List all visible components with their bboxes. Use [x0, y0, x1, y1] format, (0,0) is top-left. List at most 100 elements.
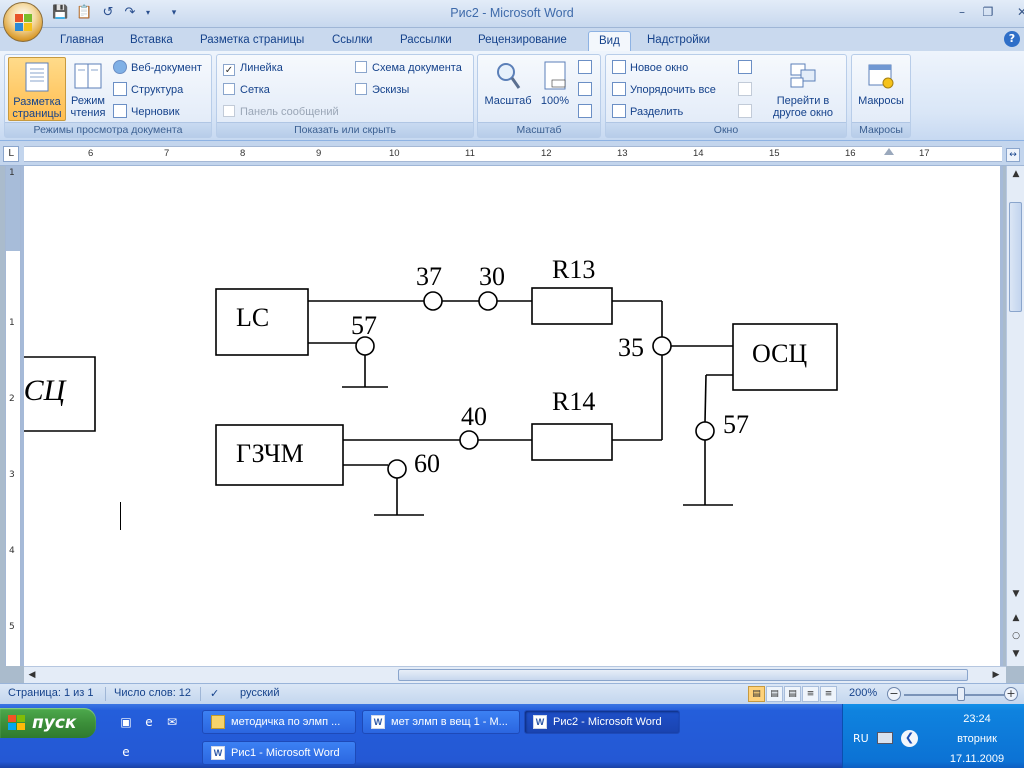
spellcheck-icon[interactable]: ✓: [210, 688, 220, 700]
two-pages-button[interactable]: [578, 81, 596, 99]
customize-toolbar-icon[interactable]: ▾: [171, 8, 177, 18]
undo-icon[interactable]: ↺: [102, 5, 114, 20]
side-by-side-button[interactable]: [738, 59, 756, 77]
thumbnails-checkbox[interactable]: Эскизы: [355, 81, 409, 99]
grid-checkbox[interactable]: Сетка: [223, 81, 270, 99]
vertical-scroll-thumb[interactable]: [1009, 202, 1022, 312]
minimize-icon[interactable]: –: [959, 5, 965, 19]
horizontal-scroll-thumb[interactable]: [398, 669, 968, 681]
outlook-express-icon[interactable]: ✉: [166, 715, 178, 729]
document-map-checkbox[interactable]: Схема документа: [355, 59, 462, 77]
draft-view-icon[interactable]: ≡: [820, 686, 837, 702]
tab-home[interactable]: Главная: [60, 34, 104, 46]
language-status[interactable]: русский: [240, 687, 280, 699]
horizontal-scrollbar[interactable]: ◀ ▶: [24, 666, 1006, 683]
ribbon: Разметка страницы Режим чтения Веб-докум…: [0, 51, 1024, 141]
language-indicator[interactable]: RU: [853, 732, 869, 745]
reading-mode-button[interactable]: Режим чтения: [67, 57, 109, 121]
group-label-macros: Макросы: [852, 122, 910, 137]
osc-partial-block: [24, 356, 96, 432]
ie-quicklaunch-icon[interactable]: e: [122, 745, 130, 759]
browse-object-icon[interactable]: ○: [1012, 631, 1020, 641]
vertical-ruler[interactable]: 1 1 2 3 4 5: [5, 166, 21, 666]
restore-icon[interactable]: ❐: [982, 5, 994, 19]
tab-stop-selector[interactable]: L: [3, 146, 19, 162]
start-button[interactable]: пуск: [0, 708, 96, 738]
scroll-up-icon[interactable]: ▲: [1012, 169, 1020, 179]
office-button[interactable]: [3, 2, 43, 42]
print-layout-view-icon[interactable]: ▤: [748, 686, 765, 702]
zoom-button[interactable]: Масштаб: [480, 57, 536, 121]
save-icon[interactable]: 💾: [52, 5, 69, 20]
new-window-button[interactable]: Новое окно: [612, 59, 688, 77]
zoom-100-button[interactable]: 100%: [536, 57, 574, 121]
scroll-left-icon[interactable]: ◀: [28, 670, 36, 680]
internet-explorer-icon[interactable]: e: [145, 715, 153, 729]
ruler-number: 13: [617, 148, 628, 159]
tab-page-layout[interactable]: Разметка страницы: [200, 34, 305, 46]
zoom-slider-thumb[interactable]: [957, 687, 965, 701]
tab-mailings[interactable]: Рассылки: [400, 34, 452, 46]
new-window-label: Новое окно: [630, 62, 689, 74]
reset-position-icon: [738, 104, 752, 118]
one-page-button[interactable]: [578, 59, 596, 77]
document-page[interactable]: LC ГЗЧМ ОСЦ R13 R14 37 30 57 35 40 60 57…: [24, 166, 1000, 666]
tab-insert[interactable]: Вставка: [130, 34, 173, 46]
horizontal-ruler[interactable]: 6 7 8 9 10 11 12 13 14 15 16 17: [24, 146, 1002, 162]
switch-windows-button[interactable]: Перейти в другое окно: [762, 57, 844, 121]
word-count[interactable]: Число слов: 12: [114, 687, 192, 699]
redo-icon[interactable]: ↷: [124, 5, 136, 20]
group-window: Новое окно Упорядочить все Разделить Пер…: [605, 54, 847, 138]
next-page-icon[interactable]: ▼: [1012, 649, 1020, 659]
ruler-number: 14: [693, 148, 704, 159]
page-width-button[interactable]: [578, 103, 596, 121]
vertical-scrollbar[interactable]: ▲ ▼ ▲ ○ ▼: [1006, 166, 1024, 666]
clock[interactable]: 23:24 вторник 17.11.2009: [929, 710, 1024, 768]
tab-references[interactable]: Ссылки: [332, 34, 373, 46]
zoom-level[interactable]: 200%: [849, 687, 878, 699]
ruler-number: 9: [316, 148, 322, 159]
scroll-right-icon[interactable]: ▶: [992, 670, 1000, 680]
outline-view-icon[interactable]: ≡: [802, 686, 819, 702]
chevron-left-icon[interactable]: ❮: [901, 730, 918, 747]
paste-icon[interactable]: 📋: [76, 5, 93, 20]
macros-button[interactable]: Макросы: [854, 57, 908, 121]
node-35: [652, 336, 672, 356]
view-ruler-icon[interactable]: ↔: [1006, 148, 1020, 162]
zoom-slider[interactable]: [904, 694, 1004, 696]
ruler-checkbox[interactable]: ✓Линейка: [223, 59, 283, 77]
page-layout-button[interactable]: Разметка страницы: [8, 57, 66, 121]
arrange-all-button[interactable]: Упорядочить все: [612, 81, 716, 99]
node-37: [423, 291, 443, 311]
outline-label: Структура: [131, 84, 184, 96]
scroll-down-icon[interactable]: ▼: [1012, 589, 1020, 599]
dropdown-arrow-icon[interactable]: ▾: [145, 8, 150, 17]
tab-addins[interactable]: Надстройки: [647, 34, 711, 46]
clock-weekday: вторник: [957, 733, 997, 745]
page-count[interactable]: Страница: 1 из 1: [8, 687, 94, 699]
help-icon[interactable]: ?: [1004, 31, 1020, 47]
tab-view[interactable]: Вид: [588, 31, 631, 51]
quick-access-toolbar: 💾 📋 ↺ ↷ ▾ ▾: [52, 5, 182, 21]
split-button[interactable]: Разделить: [612, 103, 683, 121]
magnifier-icon: [497, 63, 521, 89]
zoom-out-icon[interactable]: −: [887, 687, 901, 701]
web-document-button[interactable]: Веб-документ: [113, 59, 202, 77]
node-30-label: 30: [479, 262, 505, 291]
outline-button[interactable]: Структура: [113, 81, 183, 99]
keyboard-icon[interactable]: [877, 732, 893, 744]
close-icon[interactable]: ✕: [1016, 5, 1024, 19]
group-label-zoom: Масштаб: [478, 122, 600, 137]
right-indent-marker[interactable]: [884, 148, 894, 155]
web-view-icon[interactable]: ▤: [784, 686, 801, 702]
previous-page-icon[interactable]: ▲: [1012, 613, 1020, 623]
taskbar-item[interactable]: методичка по элмп ...: [202, 710, 356, 734]
tab-review[interactable]: Рецензирование: [478, 34, 567, 46]
draft-button[interactable]: Черновик: [113, 103, 180, 121]
reading-view-icon[interactable]: ▤: [766, 686, 783, 702]
zoom-in-icon[interactable]: +: [1004, 687, 1018, 701]
show-desktop-icon[interactable]: ▣: [120, 715, 132, 729]
